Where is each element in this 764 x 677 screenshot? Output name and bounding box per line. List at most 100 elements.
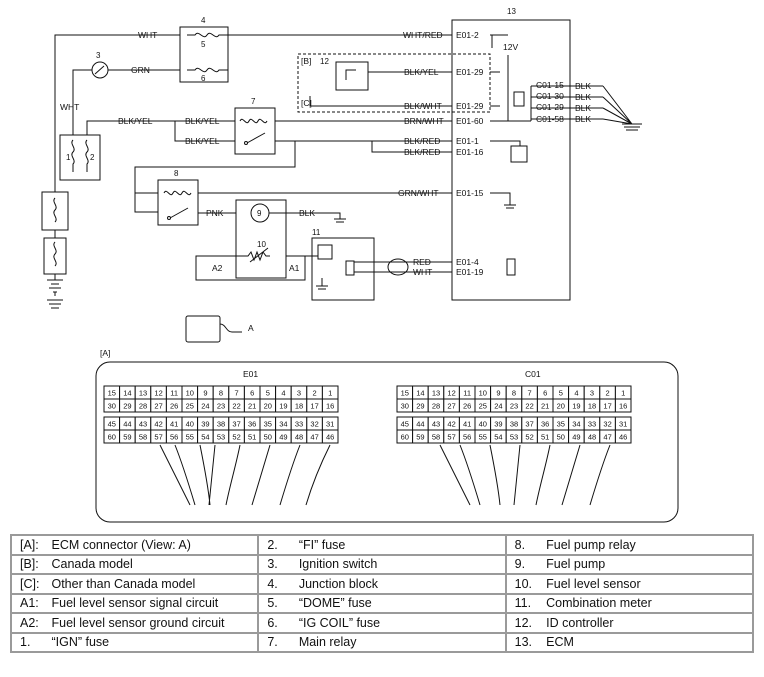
wire-label-blk-yel-id: BLK/YEL bbox=[404, 67, 439, 77]
pin-number: 13 bbox=[432, 389, 440, 398]
pin-e01-2: E01-2 bbox=[456, 30, 479, 40]
pin-number: 18 bbox=[588, 402, 596, 411]
ecm-ground-icon bbox=[622, 123, 642, 131]
wire-label-brn-wht: BRN/WHT bbox=[404, 116, 444, 126]
legend-cell: 1. “IGN” fuse bbox=[9, 631, 260, 653]
legend-text: “IGN” fuse bbox=[51, 635, 110, 650]
pin-cell bbox=[614, 429, 632, 444]
pin-number: 47 bbox=[603, 433, 611, 442]
pin-number: 34 bbox=[279, 420, 287, 429]
legend-code: 12. bbox=[514, 615, 533, 630]
fuel-pump-relay bbox=[157, 179, 199, 226]
pin-number: 31 bbox=[619, 420, 627, 429]
pin-number: 21 bbox=[541, 402, 549, 411]
pin-c01-29: C01-29 bbox=[536, 102, 564, 112]
pin-number: 48 bbox=[588, 433, 596, 442]
pin-number: 2 bbox=[606, 389, 610, 398]
pin-number: 21 bbox=[248, 402, 256, 411]
pin-number: 54 bbox=[201, 433, 209, 442]
wire-label-wht-left: WHT bbox=[60, 102, 79, 112]
wire-label-blk-yel-3: BLK/YEL bbox=[185, 136, 220, 146]
pin-number: 15 bbox=[401, 389, 409, 398]
legend-text: Main relay bbox=[298, 635, 357, 650]
legend-code: 10. bbox=[514, 576, 533, 591]
pin-number: 27 bbox=[447, 402, 455, 411]
pin-number: 17 bbox=[603, 402, 611, 411]
pin-e01-4: E01-4 bbox=[456, 257, 479, 267]
ecm-callout: 13 bbox=[507, 7, 516, 16]
pin-e01-15: E01-15 bbox=[456, 188, 484, 198]
legend-code: 9. bbox=[514, 557, 526, 572]
pin-number: 17 bbox=[310, 402, 318, 411]
battery-ground-icon bbox=[47, 299, 63, 309]
pin-number: 13 bbox=[139, 389, 147, 398]
pin-number: 19 bbox=[279, 402, 287, 411]
pin-number: 33 bbox=[588, 420, 596, 429]
fuel-pump-callout: 9 bbox=[257, 209, 262, 218]
legend-code: [A]: bbox=[20, 537, 39, 552]
ign-fuse-callout: 1 bbox=[66, 153, 71, 162]
pin-number: 52 bbox=[232, 433, 240, 442]
pin-number: 22 bbox=[525, 402, 533, 411]
pin-number: 46 bbox=[619, 433, 627, 442]
canada-model-tag: [B] bbox=[301, 56, 311, 66]
pin-number: 4 bbox=[281, 389, 285, 398]
pin-number: 41 bbox=[463, 420, 471, 429]
wire-label-blk-red-1: BLK/RED bbox=[404, 136, 440, 146]
legend-code: A1: bbox=[20, 596, 39, 611]
pin-number: 43 bbox=[432, 420, 440, 429]
pin-number: 26 bbox=[170, 402, 178, 411]
wire-label-blk-c15: BLK bbox=[575, 81, 591, 91]
canada-model-area bbox=[297, 53, 491, 113]
pin-number: 57 bbox=[447, 433, 455, 442]
wire-label-blk-wht: BLK/WHT bbox=[404, 101, 442, 111]
pin-number: 6 bbox=[250, 389, 254, 398]
legend-code: 3. bbox=[267, 557, 278, 572]
legend-cell: 5. “DOME” fuse bbox=[257, 592, 507, 614]
wire-label-blk-pump: BLK bbox=[299, 208, 315, 218]
c01-label: C01 bbox=[525, 369, 541, 379]
pin-number: 10 bbox=[186, 389, 194, 398]
wiring-diagram: 13 WHT 4 5 6 WHT/RED E01-2 3 GRN WHT [B]… bbox=[41, 7, 679, 523]
pin-cell bbox=[614, 398, 632, 413]
legend-cell: 7. Main relay bbox=[257, 631, 507, 653]
legend-cell: A1: Fuel level sensor signal circuit bbox=[9, 592, 260, 614]
wire-label-red: RED bbox=[413, 257, 431, 267]
wire-label-wht-red: WHT/RED bbox=[403, 30, 443, 40]
main-relay-coil-icon bbox=[239, 118, 268, 124]
legend-text: Other than Canada model bbox=[51, 576, 196, 591]
legend-text: Fuel pump relay bbox=[546, 537, 636, 552]
meter-ground-icon bbox=[316, 278, 328, 290]
pin-number: 59 bbox=[416, 433, 424, 442]
pin-c01-15: C01-15 bbox=[536, 80, 564, 90]
legend-cell: 3. Ignition switch bbox=[257, 553, 507, 575]
battery-icon bbox=[47, 274, 63, 296]
pin-number: 55 bbox=[186, 433, 194, 442]
legend-cell: [A]: ECM connector (View: A) bbox=[9, 534, 260, 556]
dome-fuse-callout: 5 bbox=[201, 40, 206, 49]
ignition-switch-callout: 3 bbox=[96, 51, 101, 60]
main-relay-callout: 7 bbox=[251, 97, 256, 106]
legend-code: 13. bbox=[514, 635, 533, 650]
pin-c01-30: C01-30 bbox=[536, 91, 564, 101]
pin-e01-29-other: E01-29 bbox=[456, 101, 484, 111]
a1-label: A1 bbox=[289, 263, 300, 273]
legend-text: Fuel pump bbox=[546, 557, 606, 572]
legend-cell: 2. “FI” fuse bbox=[257, 534, 507, 556]
legend-row: [A]: ECM connector (View: A)2. “FI” fuse… bbox=[9, 534, 755, 556]
pin-e01-19: E01-19 bbox=[456, 267, 484, 277]
legend-code: [C]: bbox=[20, 576, 40, 591]
pin-number: 47 bbox=[310, 433, 318, 442]
connector-view-callout: A bbox=[248, 323, 254, 333]
pin-number: 30 bbox=[108, 402, 116, 411]
pin-number: 58 bbox=[432, 433, 440, 442]
pin-number: 42 bbox=[447, 420, 455, 429]
connector-pinout-tag: [A] bbox=[100, 348, 110, 358]
ign-fi-fuse-block bbox=[59, 134, 101, 181]
pin-number: 38 bbox=[217, 420, 225, 429]
legend-table: [A]: ECM connector (View: A)2. “FI” fuse… bbox=[9, 534, 755, 653]
